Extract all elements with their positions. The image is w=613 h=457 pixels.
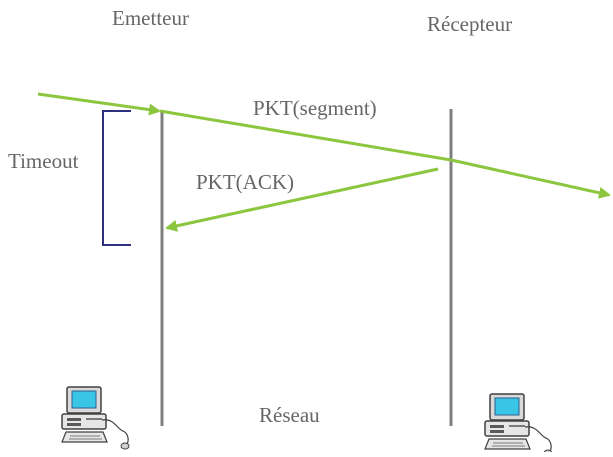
network-label: Réseau <box>259 403 320 427</box>
timeout-label: Timeout <box>8 149 79 173</box>
receiver-label: Récepteur <box>427 12 513 36</box>
receiver-computer-icon <box>484 393 553 457</box>
ack-packet-arrow <box>165 167 439 232</box>
emitter-label: Emetteur <box>112 6 189 30</box>
outgoing-segment-arrow <box>450 158 611 199</box>
ack-packet-label: PKT(ACK) <box>196 170 294 194</box>
timeout-bracket <box>102 110 131 246</box>
incoming-segment-arrow <box>37 92 161 116</box>
emitter-computer-icon <box>61 386 130 450</box>
segment-packet-arrow <box>159 109 452 162</box>
segment-packet-label: PKT(segment) <box>253 96 377 120</box>
